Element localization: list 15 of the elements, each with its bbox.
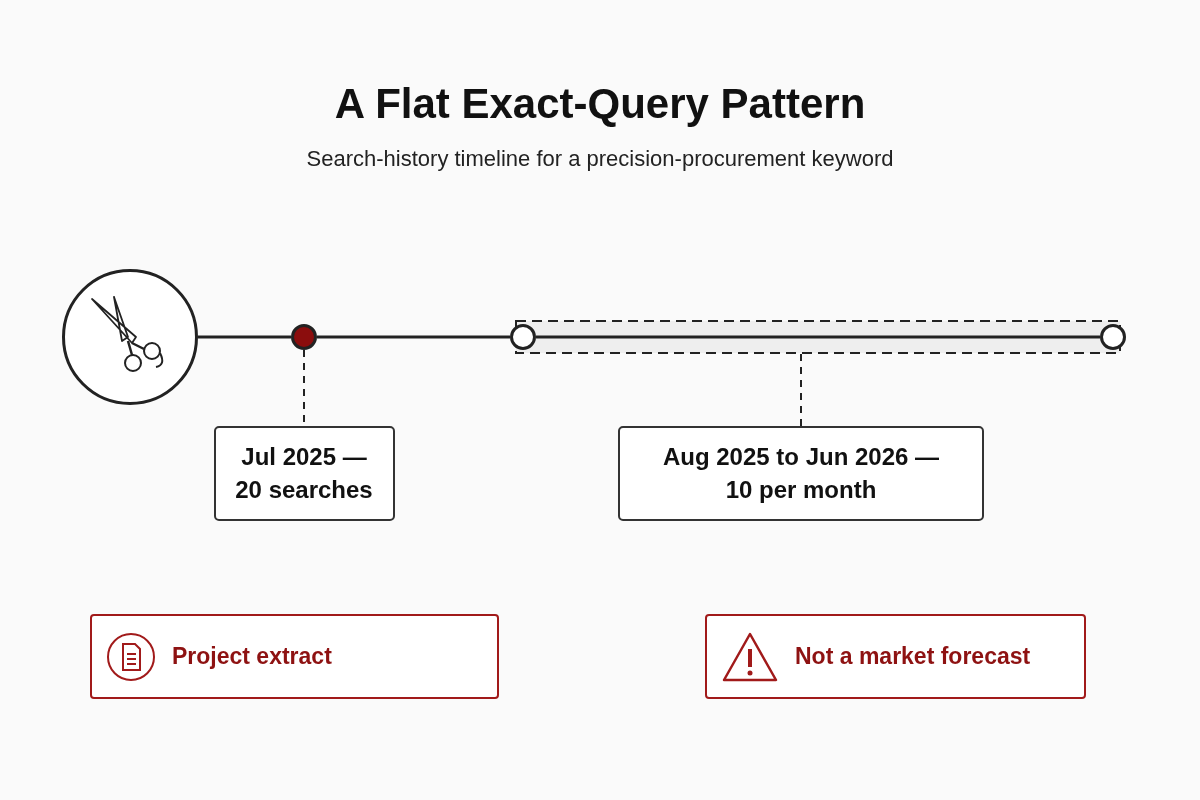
note-text: Project extract xyxy=(172,643,332,670)
timeline-line xyxy=(198,335,291,339)
period-end-circle xyxy=(1100,324,1126,350)
note-card xyxy=(90,614,499,699)
milestone-dot xyxy=(291,324,317,350)
subtitle: Search-history timeline for a precision-procurement keyword xyxy=(305,146,895,172)
leader-line xyxy=(800,352,802,427)
timeline-line xyxy=(317,335,510,339)
title: A Flat Exact-Query Pattern xyxy=(333,80,867,128)
note-card xyxy=(705,614,1086,699)
note-text: Not a market forecast xyxy=(795,643,1031,670)
period-band xyxy=(515,320,1121,354)
period-start-circle xyxy=(510,324,536,350)
date-callout: Jul 2025 — 20 searches xyxy=(213,426,395,521)
date-callout: Aug 2025 to Jun 2026 — 10 per month xyxy=(618,426,984,521)
